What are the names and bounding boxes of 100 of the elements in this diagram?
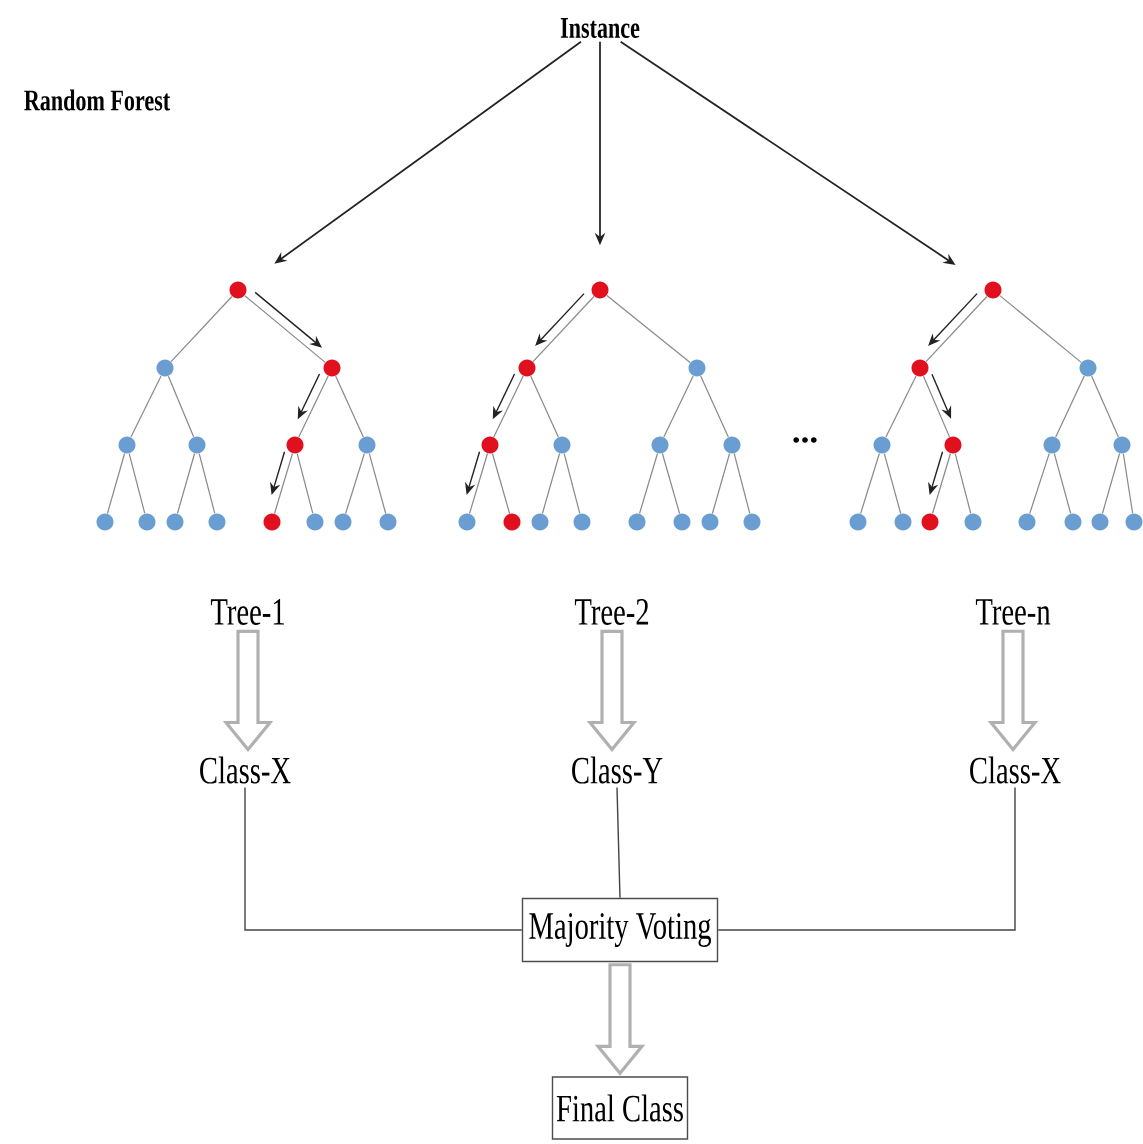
tree-node [334,513,352,531]
voting-box: Majority Voting [521,897,719,963]
tree-node [701,513,719,531]
tree-branch [532,295,595,363]
tree-branch [733,452,751,515]
tree-node [944,436,962,454]
result-box: Final Class [551,1076,689,1140]
tree-node [306,513,324,531]
tree-node [188,436,206,454]
tree-node [229,281,247,299]
tree-node [573,513,591,531]
tree-branch [1053,452,1072,515]
tree-node [1079,359,1097,377]
tree-node [723,436,741,454]
connector-line [717,786,1016,931]
tree-node [458,513,476,531]
tree-node [1064,513,1082,531]
tree-node [1018,513,1036,531]
tree-node [984,281,1002,299]
tree-branch [468,452,489,515]
tree-branch [1122,453,1134,514]
tree-node [358,436,376,454]
node-label: Tree-n [975,599,1051,625]
tree-branch [167,375,195,438]
tree-branch [345,452,365,515]
tree-node [921,513,939,531]
tree-node [138,513,156,531]
tree-node [673,513,691,531]
tree-node [911,359,929,377]
tree-branch [244,295,326,363]
tree-branch [711,452,731,515]
tree-branch [954,452,972,515]
title-text: Random Forest [24,89,171,111]
tree-branch [198,452,216,515]
tree-node [481,436,499,454]
tree-branch [1055,375,1085,438]
tree-branch [128,452,146,515]
tree-branch [1090,375,1120,438]
tree-node [156,359,174,377]
tree-branch [176,452,196,515]
tree-branch [922,375,951,438]
hollow-arrow [594,963,646,1076]
tree-branch [493,375,524,438]
tree-branch [273,452,294,515]
tree-node [531,513,549,531]
tree-branch [170,295,233,363]
tree-branch [999,295,1082,363]
hollow-arrow [586,629,638,753]
tree-branch [296,452,314,515]
tree-node [873,436,891,454]
tree-node [503,513,521,531]
tree-node [591,281,609,299]
tree-branch [606,294,691,364]
tree-branch [541,452,561,515]
tree-node [379,513,397,531]
tree-node [96,513,114,531]
node-label: Class-Y [572,756,663,784]
tree-branch [106,452,126,515]
tree-node [743,513,761,531]
tree-branch [298,375,329,438]
tree-node [553,436,571,454]
tree-node [964,513,982,531]
tree-branch [1029,452,1050,515]
tree-node [208,513,226,531]
tree-branch [1101,452,1121,515]
tree-node [1091,513,1109,531]
tree-node [1125,513,1143,531]
tree-node [118,436,136,454]
ellipsis-text: ... [793,437,817,443]
tree-branch [335,375,364,438]
tree-branch [530,375,559,438]
tree-branch [130,375,162,438]
tree-branch [661,452,681,515]
tree-node [323,359,341,377]
node-label: Instance [560,18,640,38]
tree-node [263,513,281,531]
tree-node [651,436,669,454]
tree-branch [885,375,917,438]
tree-branch [638,452,659,515]
connector-line [616,786,621,899]
tree-branch [931,452,952,515]
node-label: Tree-2 [574,599,649,625]
tree-branch [491,452,511,515]
tree-node [849,513,867,531]
tree-node [1113,436,1131,454]
tree-branch [860,452,880,515]
tree-node [894,513,912,531]
hollow-arrow [222,629,274,753]
node-label: Class-X [200,756,291,784]
tree-node [688,359,706,377]
connector-line [244,786,523,931]
tree-branch [925,295,988,363]
tree-branch [663,375,694,438]
node-label: Tree-1 [210,599,284,625]
node-label: Class-X [970,756,1061,784]
hollow-arrow [987,629,1039,753]
tree-node [628,513,646,531]
tree-node [166,513,184,531]
path-arrow [535,292,585,346]
tree-branch [883,452,902,515]
